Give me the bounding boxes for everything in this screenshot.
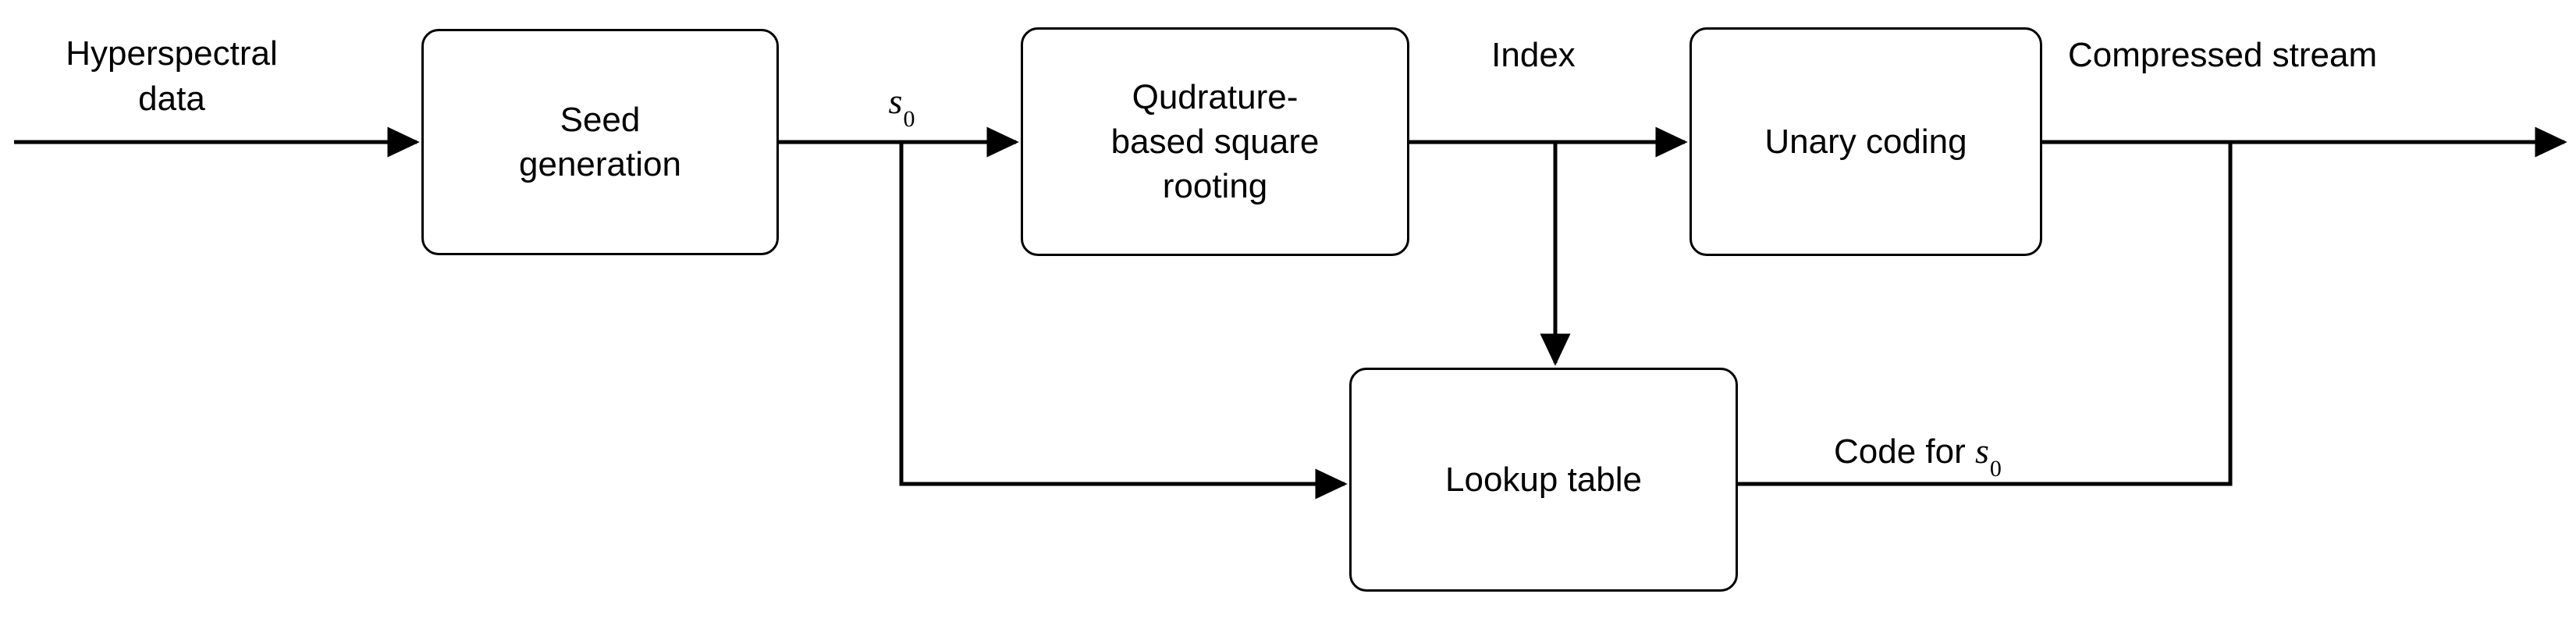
edge-label-seed-symbol: s0 [843,33,960,130]
code-symbol-s: s [1974,431,1989,471]
edge-lookup-to-output [1738,142,2233,486]
edge-label-code-for-seed: Code for s0 [1834,382,2162,480]
code-for-prefix: Code for [1834,432,1975,471]
seed-symbol-subscript: 0 [903,105,915,132]
edge-seed-to-lookup [899,142,1348,500]
node-seed-generation-label: Seed generation [519,100,681,183]
node-unary-coding[interactable]: Unary coding [1690,27,2042,256]
node-lookup-table-label: Lookup table [1445,460,1642,499]
node-square-rooting[interactable]: Qudrature- based square rooting [1021,27,1409,256]
node-square-rooting-label: Qudrature- based square rooting [1110,77,1320,206]
edge-label-index: Index [1491,36,1576,74]
edge-label-output: Compressed stream [2068,36,2378,74]
edge-label-input: Hyperspectral data [66,34,278,119]
node-unary-coding-label: Unary coding [1764,122,1967,161]
seed-symbol-s: s [888,81,903,122]
node-seed-generation[interactable]: Seed generation [421,29,779,255]
code-symbol-subscript: 0 [1989,455,2002,482]
node-lookup-table[interactable]: Lookup table [1349,368,1738,592]
